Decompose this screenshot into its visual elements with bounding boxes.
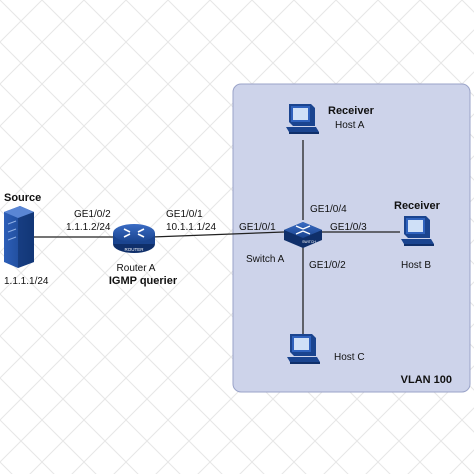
- host-c-name: Host C: [334, 352, 365, 363]
- server-icon: [4, 206, 34, 268]
- pc-icon: [286, 104, 319, 134]
- switch-a[interactable]: SWITCH GE1/0/1 GE1/0/4 GE1/0/3 GE1/0/2 S…: [239, 204, 367, 271]
- host-a-name: Host A: [335, 120, 365, 131]
- switch-name: Switch A: [246, 254, 285, 265]
- switch-port-right: GE1/0/3: [330, 222, 367, 233]
- switch-port-bottom: GE1/0/2: [309, 260, 346, 271]
- host-b-role: Receiver: [394, 200, 441, 212]
- router-left-ip: 1.1.1.2/24: [66, 222, 111, 233]
- router-badge: ROUTER: [125, 247, 145, 252]
- switch-badge: SWITCH: [302, 240, 316, 244]
- router-right-port: GE1/0/1: [166, 209, 203, 220]
- router-right-ip: 10.1.1.1/24: [166, 222, 216, 233]
- router-left-port: GE1/0/2: [74, 209, 111, 220]
- source-server[interactable]: Source 1.1.1.1/24: [4, 192, 49, 287]
- source-ip: 1.1.1.1/24: [4, 276, 49, 287]
- router-role: IGMP querier: [109, 275, 178, 287]
- host-a-role: Receiver: [328, 105, 375, 117]
- link-router-switch: [151, 231, 285, 238]
- source-title: Source: [4, 192, 41, 204]
- router-a[interactable]: ROUTER GE1/0/2 1.1.1.2/24 GE1/0/1 10.1.1…: [66, 209, 216, 287]
- switch-port-left: GE1/0/1: [239, 222, 276, 233]
- vlan-area: [232, 83, 471, 393]
- router-name: Router A: [117, 263, 156, 274]
- links: [34, 140, 400, 335]
- pc-icon: [401, 216, 434, 246]
- host-a[interactable]: Receiver Host A: [286, 104, 375, 134]
- host-c[interactable]: Host C: [287, 334, 365, 364]
- router-icon: ROUTER: [113, 224, 155, 253]
- switch-port-top: GE1/0/4: [310, 204, 347, 215]
- vlan-label: VLAN 100: [401, 374, 452, 386]
- host-b[interactable]: Receiver Host B: [394, 200, 441, 271]
- switch-icon: SWITCH: [284, 222, 322, 248]
- pc-icon: [287, 334, 320, 364]
- host-b-name: Host B: [401, 260, 431, 271]
